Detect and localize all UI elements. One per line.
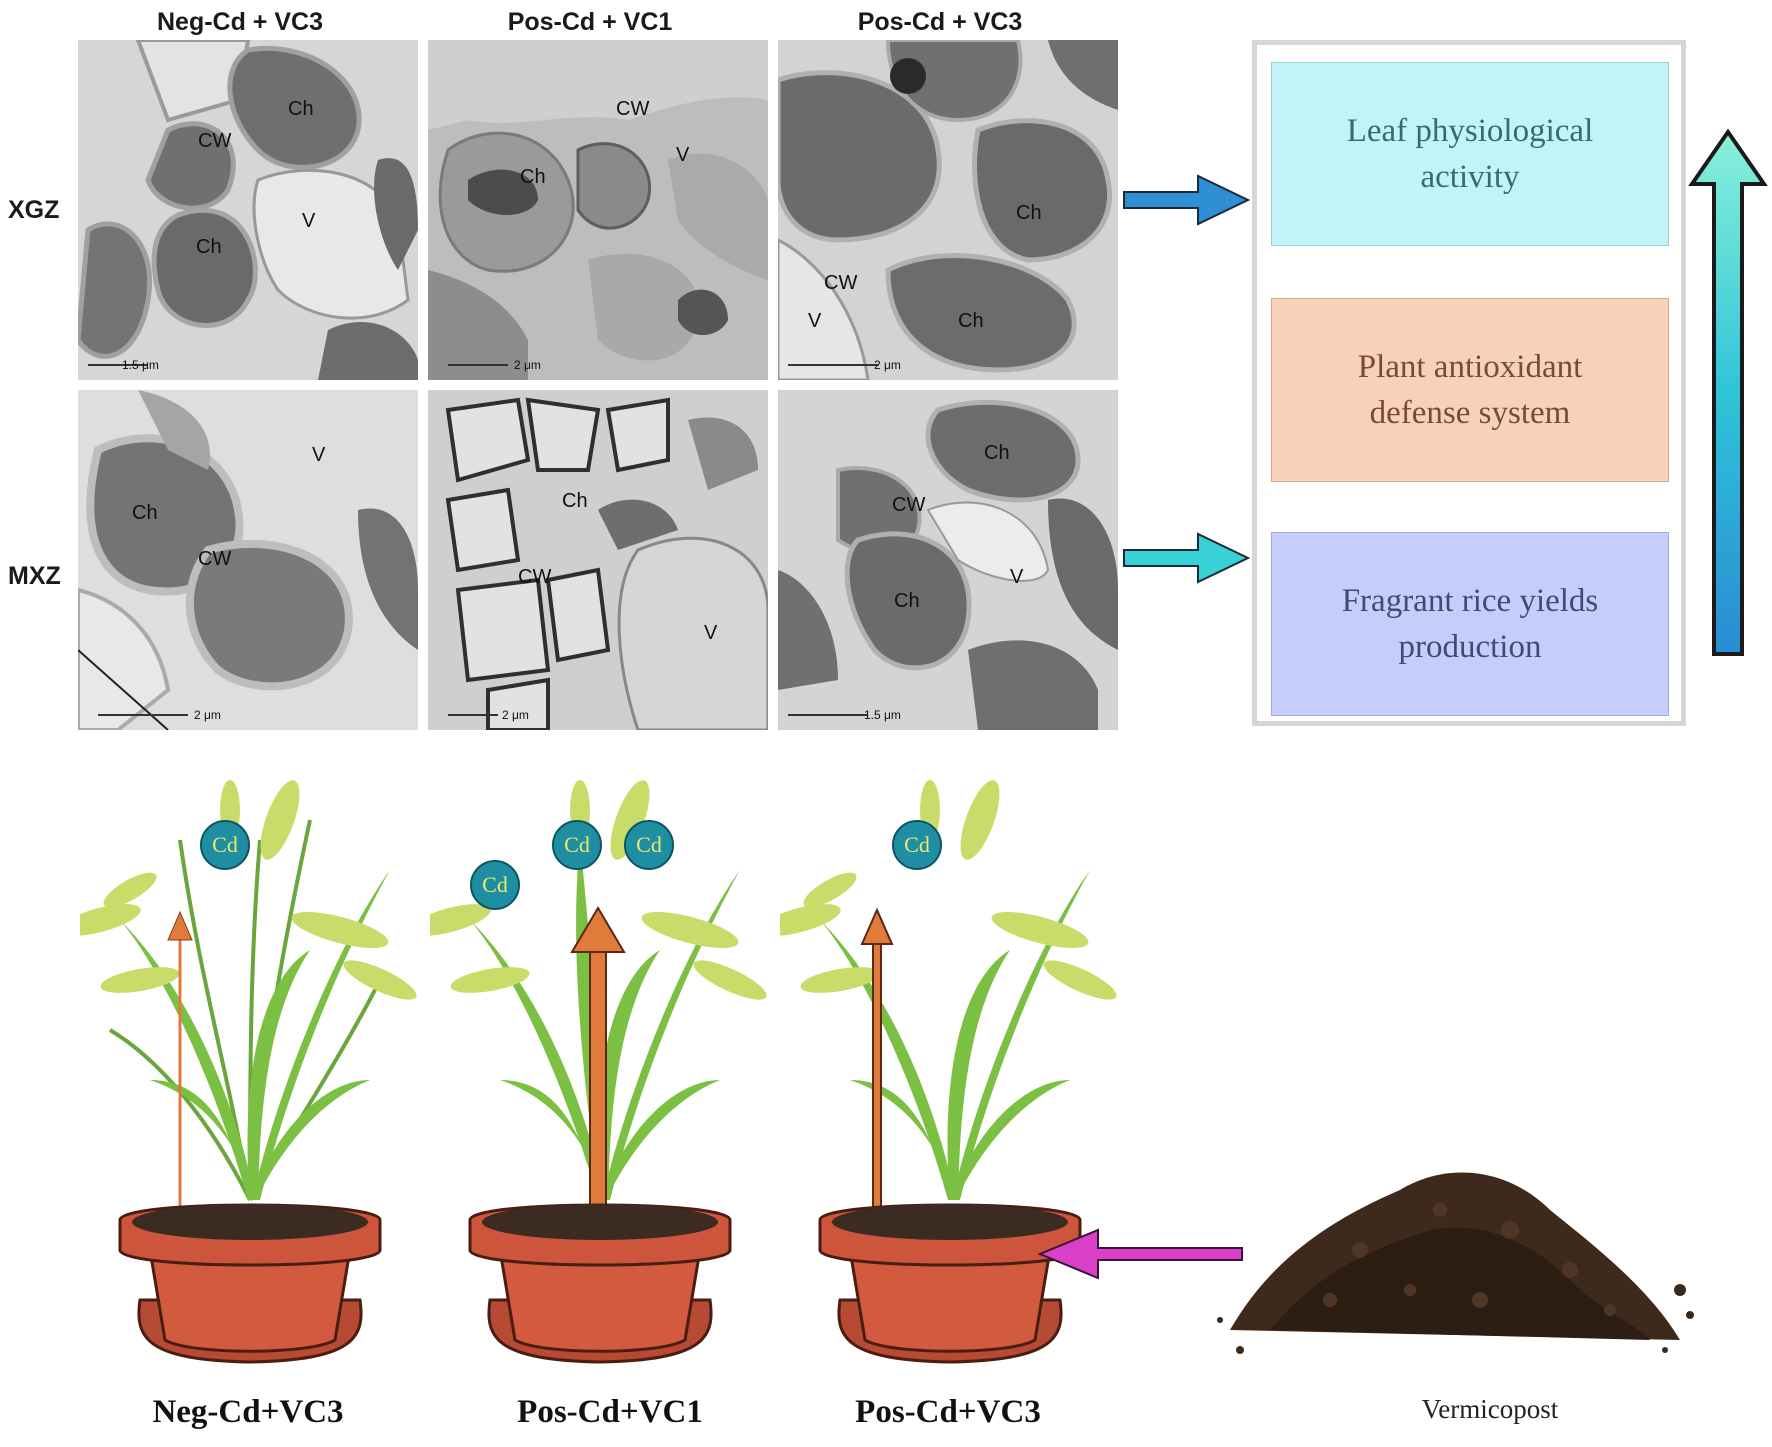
- organelle-label: CW: [892, 494, 926, 516]
- vermicompost-label: Vermicopost: [1421, 1394, 1559, 1424]
- vermicompost-pile: [1217, 1172, 1694, 1354]
- arrow-vermicompost-to-pot: [1037, 1228, 1243, 1280]
- plant-pot-pos-cd-vc3: [780, 780, 1117, 1364]
- organelle-label: CW: [616, 98, 650, 120]
- plant-pot-pos-cd-vc1: [430, 780, 767, 1364]
- effect-leaf-physiological-activity: Leaf physiological activity: [1271, 62, 1669, 246]
- organelle-label: V: [302, 210, 316, 232]
- scale-bar-label: 2 μm: [502, 708, 529, 722]
- scale-bar-label: 1.5 μm: [122, 358, 159, 372]
- plant-label-pos-cd-vc3: Pos-Cd+VC3: [855, 1394, 1041, 1430]
- effect-label: Fragrant rice yields production: [1341, 583, 1599, 665]
- micrograph-mxz-neg-cd-vc3: V Ch CW 2 μm: [78, 390, 418, 730]
- plant-pot-neg-cd-vc3: [80, 780, 417, 1364]
- organelle-label: Ch: [1016, 202, 1042, 224]
- row-header-mxz: MXZ: [8, 562, 61, 590]
- column-header-pos-cd-vc3: Pos-Cd + VC3: [857, 8, 1023, 36]
- organelle-label: CW: [198, 130, 232, 152]
- organelle-label: Ch: [132, 502, 158, 524]
- effect-label: Leaf physiological activity: [1346, 113, 1594, 195]
- organelle-label: Ch: [520, 166, 546, 188]
- micrograph-xgz-pos-cd-vc3: Ch CW V Ch 2 μm: [778, 40, 1118, 380]
- organelle-label: CW: [198, 548, 232, 570]
- micrograph-mxz-pos-cd-vc3: Ch CW Ch V 1.5 μm: [778, 390, 1118, 730]
- cd-ion-badge: Cd: [552, 820, 602, 870]
- micrograph-xgz-pos-cd-vc1: CW V Ch 2 μm: [428, 40, 768, 380]
- plant-label-neg-cd-vc3: Neg-Cd+VC3: [152, 1394, 344, 1430]
- scale-bar-label: 1.5 μm: [864, 708, 901, 722]
- organelle-label: Ch: [288, 98, 314, 120]
- micrograph-xgz-neg-cd-vc3: Ch CW Ch V 1.5 μm: [78, 40, 418, 380]
- effect-fragrant-rice-yields: Fragrant rice yields production: [1271, 532, 1669, 716]
- organelle-label: V: [676, 144, 690, 166]
- arrow-xgz-to-effects: [1123, 174, 1251, 226]
- organelle-label: Ch: [984, 442, 1010, 464]
- effect-antioxidant-defense: Plant antioxidant defense system: [1271, 298, 1669, 482]
- scale-bar-label: 2 μm: [874, 358, 901, 372]
- cd-ion-badge: Cd: [892, 820, 942, 870]
- organelle-label: Ch: [562, 490, 588, 512]
- column-header-neg-cd-vc3: Neg-Cd + VC3: [156, 8, 323, 36]
- organelle-label: V: [1010, 566, 1024, 588]
- scale-bar-label: 2 μm: [194, 708, 221, 722]
- increase-arrow-up: [1688, 128, 1768, 656]
- organelle-label: CW: [518, 566, 552, 588]
- organelle-label: V: [312, 444, 326, 466]
- column-header-pos-cd-vc1: Pos-Cd + VC1: [507, 8, 673, 36]
- scale-bar-label: 2 μm: [514, 358, 541, 372]
- organelle-label: V: [704, 622, 718, 644]
- effect-label: Plant antioxidant defense system: [1357, 349, 1583, 431]
- organelle-label: Ch: [958, 310, 984, 332]
- organelle-label: CW: [824, 272, 858, 294]
- plant-label-pos-cd-vc1: Pos-Cd+VC1: [517, 1394, 703, 1430]
- cd-ion-badge: Cd: [470, 860, 520, 910]
- cd-ion-badge: Cd: [624, 820, 674, 870]
- row-header-xgz: XGZ: [8, 196, 60, 224]
- effects-panel: [1252, 40, 1686, 726]
- organelle-label: Ch: [196, 236, 222, 258]
- organelle-label: V: [808, 310, 822, 332]
- cd-ion-badge: Cd: [200, 820, 250, 870]
- organelle-label: Ch: [894, 590, 920, 612]
- arrow-mxz-to-effects: [1123, 532, 1251, 584]
- micrograph-mxz-pos-cd-vc1: Ch CW V 2 μm: [428, 390, 768, 730]
